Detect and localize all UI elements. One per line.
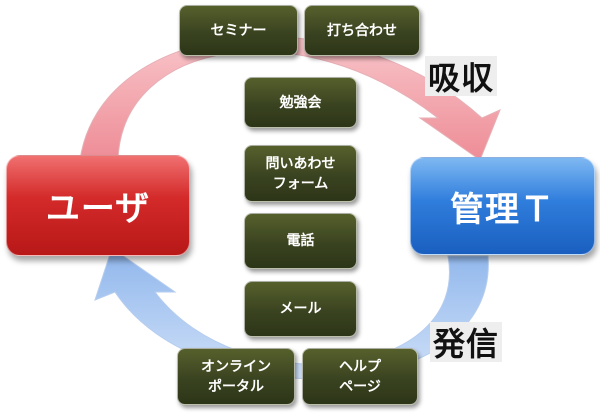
channel-email-label: メール xyxy=(279,301,322,317)
channel-online-portal: オンライン ポータル xyxy=(177,348,295,405)
channel-study-group: 勉強会 xyxy=(244,77,357,128)
user-label: ユーザ xyxy=(45,189,151,229)
channel-help-page-label: ヘルプ ページ xyxy=(339,358,381,395)
user-node: ユーザ xyxy=(6,155,190,256)
transmit-label: 発信 xyxy=(430,322,502,363)
channel-seminar: セミナー xyxy=(179,5,298,56)
admin-node: 管理Ｔ xyxy=(410,157,595,255)
absorb-arrow xyxy=(79,36,501,161)
channel-phone-label: 電話 xyxy=(286,233,315,249)
channel-seminar-label: セミナー xyxy=(210,22,267,39)
channel-online-portal-label: オンライン ポータル xyxy=(201,358,271,395)
channel-inquiry-form: 問いあわせ フォーム xyxy=(244,145,357,202)
channel-help-page: ヘルプ ページ xyxy=(302,348,418,405)
channel-phone: 電話 xyxy=(244,213,357,269)
absorb-label: 吸収 xyxy=(425,56,497,97)
channel-meeting-label: 打ち合わせ xyxy=(327,22,397,39)
channel-meeting: 打ち合わせ xyxy=(304,5,420,56)
channel-study-group-label: 勉強会 xyxy=(279,94,322,111)
channel-email: メール xyxy=(244,281,357,337)
channel-inquiry-form-label: 問いあわせ フォーム xyxy=(265,155,336,192)
admin-label: 管理Ｔ xyxy=(450,189,555,230)
